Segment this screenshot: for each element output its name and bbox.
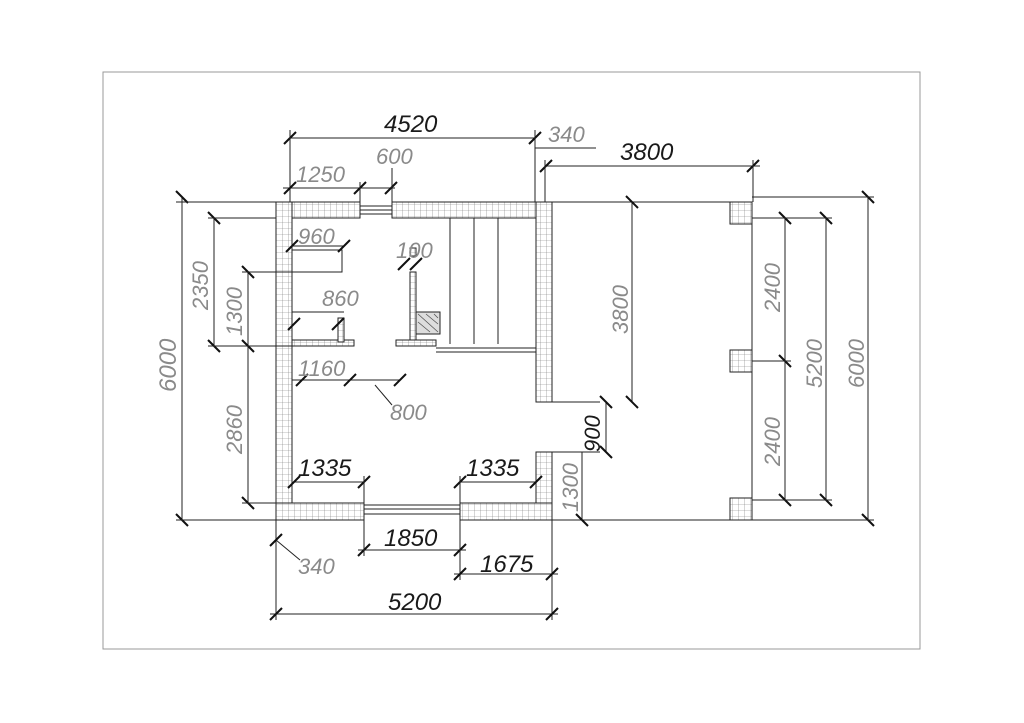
post-middle <box>729 349 753 373</box>
partition-short <box>337 317 345 343</box>
dim-bottom-340: 340 <box>298 554 335 579</box>
partition-vertical <box>409 271 417 341</box>
dim-left-6000: 6000 <box>155 338 182 392</box>
dim-int-1300: 1300 <box>558 462 583 512</box>
dim-right-2400-bottom: 2400 <box>760 416 785 467</box>
sheet-frame <box>102 71 921 650</box>
dim-right-2400-top: 2400 <box>760 262 785 313</box>
dimension-labels: 4520 340 3800 1250 600 6000 2350 1300 28… <box>155 111 869 616</box>
partition-cap <box>409 247 417 257</box>
dim-int-800: 800 <box>390 400 427 425</box>
post-top <box>729 201 753 225</box>
dim-int-1335-left: 1335 <box>298 455 352 482</box>
dim-int-960: 960 <box>298 224 335 249</box>
dim-bottom-1675: 1675 <box>480 551 534 578</box>
terrace <box>536 201 753 521</box>
interior-elements <box>291 218 536 353</box>
dim-top-4520: 4520 <box>384 111 438 138</box>
wall-top-right <box>391 201 553 219</box>
dim-top-340: 340 <box>548 122 585 147</box>
dim-left-1300: 1300 <box>222 286 247 336</box>
dim-int-860: 860 <box>322 286 359 311</box>
dim-int-900: 900 <box>580 415 605 452</box>
bathroom-box <box>291 249 343 273</box>
dim-int-1335-right: 1335 <box>466 455 520 482</box>
dim-left-2860: 2860 <box>222 404 247 455</box>
wall-bottom-left <box>275 502 365 521</box>
dim-right-5200: 5200 <box>802 338 827 388</box>
dim-int-3800: 3800 <box>608 284 633 334</box>
dim-top-1250: 1250 <box>296 162 346 187</box>
dim-top-3800: 3800 <box>620 139 674 166</box>
dim-int-100: 100 <box>396 238 433 263</box>
dim-left-2350: 2350 <box>188 260 213 311</box>
dimension-lines <box>175 130 875 621</box>
dim-int-1160: 1160 <box>298 356 346 381</box>
partition-lower <box>395 339 437 347</box>
wall-bottom-right <box>459 502 553 521</box>
post-bottom <box>729 497 753 521</box>
partition-horizontal <box>291 339 355 347</box>
dim-bottom-5200: 5200 <box>388 589 442 616</box>
dim-top-600: 600 <box>376 144 413 169</box>
dim-bottom-1850: 1850 <box>384 525 438 552</box>
wall-right-upper <box>535 201 553 403</box>
dim-right-6000: 6000 <box>844 338 869 388</box>
house-walls <box>275 201 553 521</box>
